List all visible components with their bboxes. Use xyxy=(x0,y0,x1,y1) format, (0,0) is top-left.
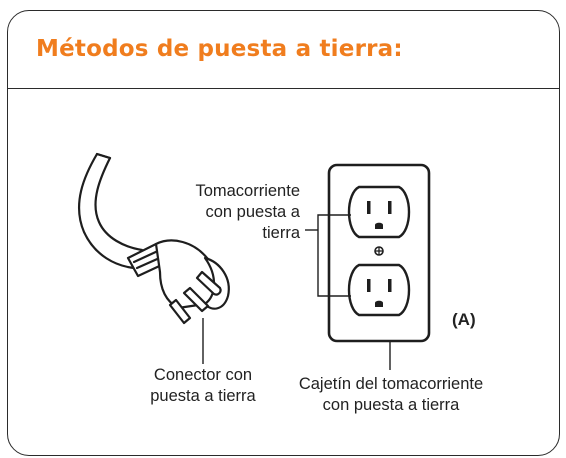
marker-a: (A) xyxy=(452,310,476,329)
outlet-label-line3: tierra xyxy=(262,224,300,242)
card-title: Métodos de puesta a tierra: xyxy=(36,36,403,62)
box-label: Cajetín del tomacorriente con puesta a t… xyxy=(286,374,496,416)
plug-label: Conector con puesta a tierra xyxy=(118,365,288,407)
box-label-line1: Cajetín del tomacorriente xyxy=(298,375,484,393)
outlet-label-line2: con puesta a xyxy=(205,203,301,221)
plug-label-line1: Conector con xyxy=(153,366,253,384)
ground-screw-icon xyxy=(374,246,384,256)
outlet-label-line1: Tomacorriente xyxy=(195,182,300,200)
box-label-line2: con puesta a tierra xyxy=(322,396,460,414)
title-divider xyxy=(8,88,559,89)
grounded-plug-icon xyxy=(77,152,230,325)
outlet-label: Tomacorriente con puesta a tierra xyxy=(162,181,300,244)
outlet-leader-bracket xyxy=(305,214,351,297)
plug-label-line2: puesta a tierra xyxy=(150,387,256,405)
duplex-outlet-icon xyxy=(327,163,431,343)
